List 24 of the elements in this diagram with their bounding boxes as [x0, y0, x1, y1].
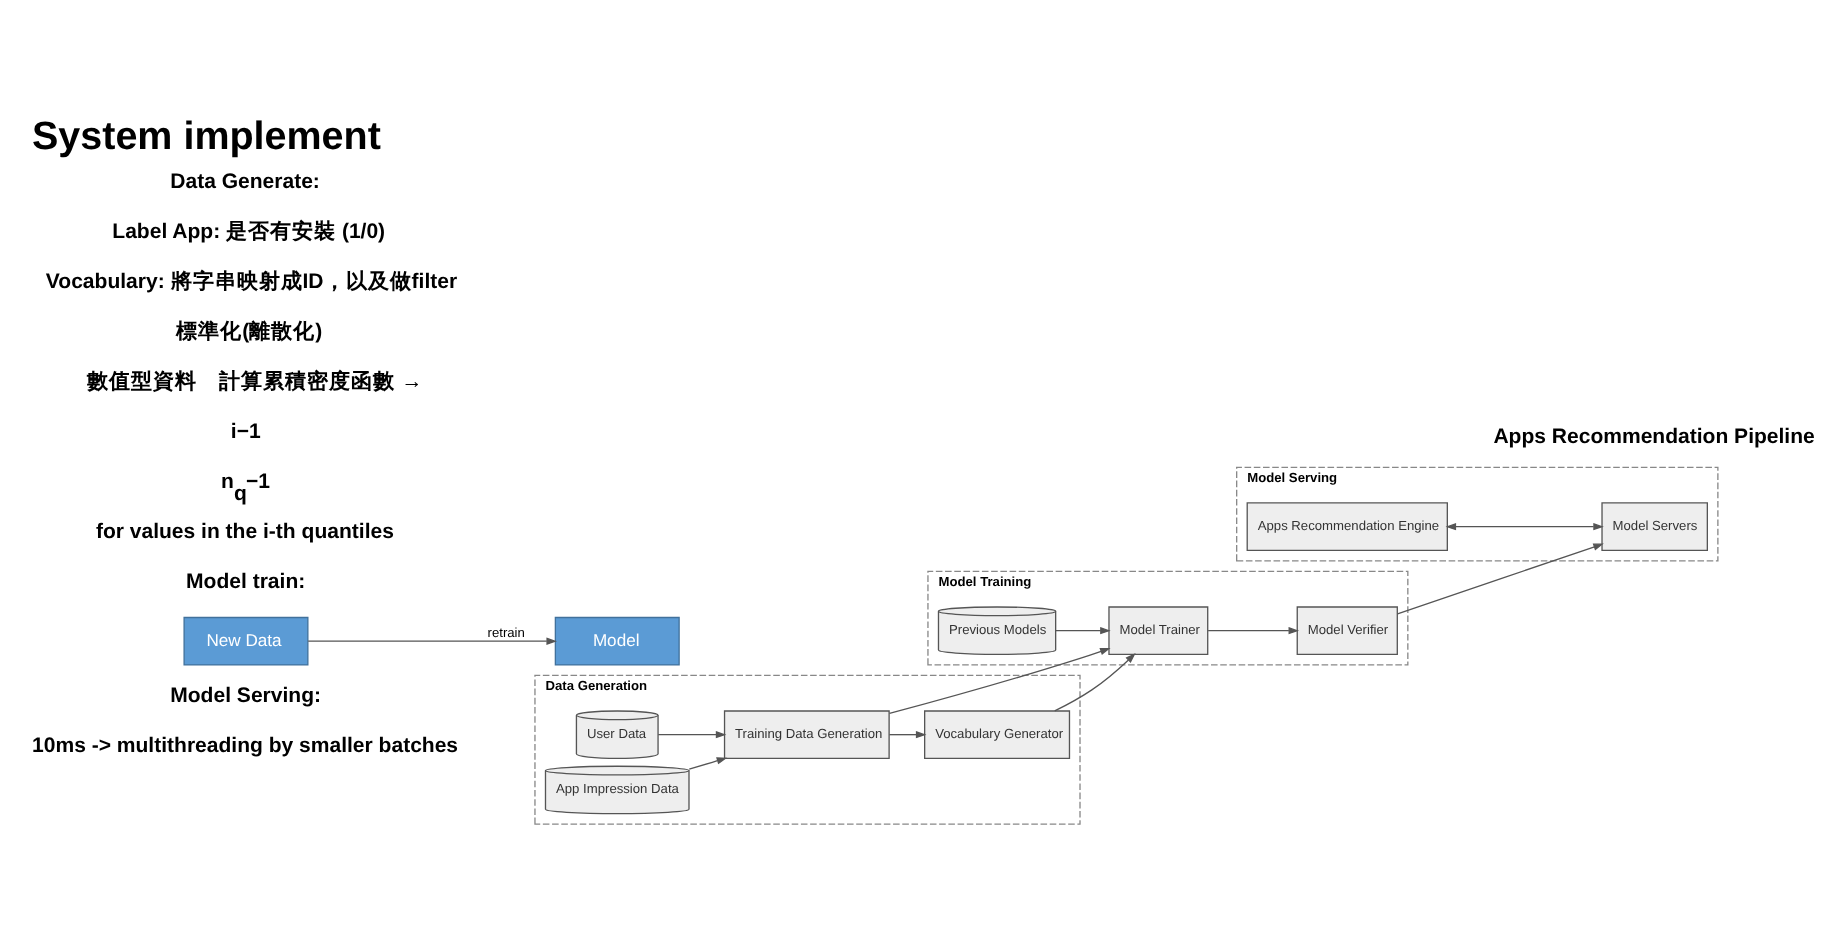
node-box: New Data — [183, 616, 309, 666]
label: Model train: — [186, 570, 306, 595]
arrow — [307, 637, 557, 645]
label: 10ms -> multithreading by smaller batches — [32, 733, 459, 758]
label: Vocabulary: 將字串映射成ID，以及做filter — [45, 270, 458, 295]
label: for values in the i-th quantiles — [95, 520, 394, 545]
label: Label App: 是否有安裝 (1/0) — [112, 220, 386, 245]
arrow — [1207, 626, 1300, 635]
arrow — [888, 730, 927, 739]
arrow — [1396, 543, 1604, 615]
label: Model Serving: — [170, 683, 322, 708]
label: 數值型資料 計算累積密度函數 → — [87, 370, 423, 395]
arrow — [1054, 653, 1136, 712]
label: Data Generate: — [170, 170, 320, 195]
arrow — [1055, 626, 1111, 635]
arrow — [888, 647, 1111, 715]
diagram-title: System implement — [32, 114, 381, 159]
label: i−1 — [230, 420, 261, 445]
label: Apps Recommendation Pipeline — [1493, 425, 1815, 450]
arrow — [688, 757, 728, 770]
node-box: Model — [554, 616, 680, 666]
label: 標準化(離散化) — [176, 320, 323, 345]
arrow — [657, 730, 727, 739]
arrow — [1445, 522, 1604, 531]
